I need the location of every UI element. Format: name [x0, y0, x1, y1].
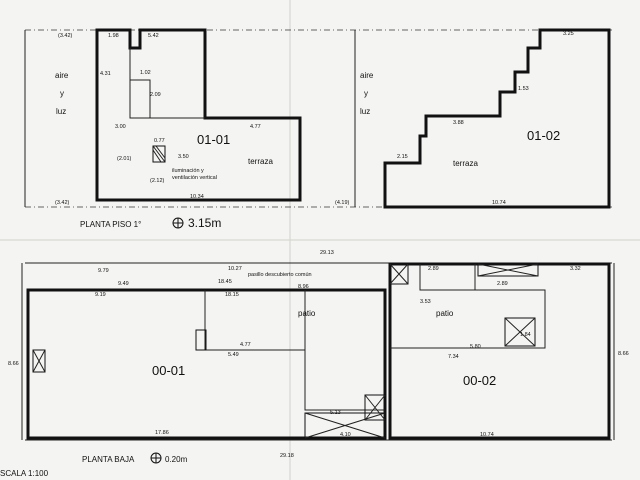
- unit-label-01-02: 01-02: [527, 128, 560, 143]
- dimension-label: 3.88: [453, 120, 464, 126]
- aire-label: y: [60, 89, 64, 98]
- upper-dimensions: (3.42) 1.98 5.42 4.31 1.02 2.09 3.00 4.7…: [55, 31, 574, 206]
- unit-label-00-01: 00-01: [152, 363, 185, 378]
- dimension-label: 17.86: [155, 430, 169, 436]
- dimension-label: (3.42): [55, 200, 70, 206]
- dimension-label: 5.42: [148, 33, 159, 39]
- dimension-label: 9.79: [98, 268, 109, 274]
- ventilation-note: iluminación y: [172, 168, 204, 174]
- unit-label-00-02: 00-02: [463, 373, 496, 388]
- stair-cross: [477, 263, 539, 277]
- dimension-label: 10.74: [480, 432, 494, 438]
- stair-box: [504, 317, 536, 347]
- upper-floor-plan: [24, 28, 612, 209]
- dimension-label: 8.96: [298, 284, 309, 290]
- dimension-label: 5.80: [470, 344, 481, 350]
- unit-label-01-01: 01-01: [197, 132, 230, 147]
- aire-label: y: [364, 89, 368, 98]
- patio-label: patio: [298, 309, 316, 318]
- stair-cross: [364, 394, 386, 421]
- dimension-label: 1.53: [518, 86, 529, 92]
- ventilation-note: ventilación vertical: [172, 175, 217, 181]
- stair-box: [477, 263, 539, 277]
- dimension-label: 18.15: [225, 292, 239, 298]
- interior-walls: [390, 264, 546, 349]
- lower-floor-plan: [21, 262, 615, 441]
- dimension-label: (3.42): [58, 33, 73, 39]
- dimension-label: 2.15: [397, 154, 408, 160]
- dimension-label: 10.27: [228, 266, 242, 272]
- level-marker-cross: [173, 218, 183, 228]
- level-marker-cross: [151, 453, 161, 463]
- dimension-label: 1.02: [140, 70, 151, 76]
- dimension-label: 7.34: [448, 354, 459, 360]
- dimension-label: 9.49: [118, 281, 129, 287]
- dimension-label: 2.09: [150, 92, 161, 98]
- dimension-label: 29.13: [320, 250, 334, 256]
- dimension-label: (2.12): [150, 178, 165, 184]
- lower-plan-title: PLANTA BAJA: [82, 455, 135, 464]
- lower-dimensions: 29.13 29.18 8.66 8.66 9.79 9.49 10.27 18…: [8, 250, 629, 459]
- scale-label: SCALA 1:100: [0, 469, 49, 478]
- dimension-label: 8.66: [8, 361, 19, 367]
- stair-cross: [389, 263, 409, 285]
- dimension-label: 0.77: [154, 138, 165, 144]
- dimension-label: (2.01): [117, 156, 132, 162]
- vent-shaft: [152, 145, 166, 163]
- vent-shaft-cross: [32, 349, 46, 373]
- dimension-label: 3.00: [115, 124, 126, 130]
- terraza-label: terraza: [248, 157, 273, 166]
- unit-01-01-walls: [95, 28, 302, 202]
- dimension-label: 10.34: [190, 194, 204, 200]
- terraza-label: terraza: [453, 159, 478, 168]
- aire-label: luz: [56, 107, 66, 116]
- dimension-label: 4.77: [250, 124, 261, 130]
- dimension-label: 2.89: [428, 266, 439, 272]
- unit-01-02-walls: [383, 28, 611, 209]
- dimension-label: 3.50: [178, 154, 189, 160]
- stair-cross: [304, 412, 386, 439]
- patio-label: patio: [436, 309, 454, 318]
- stair-box: [304, 412, 386, 439]
- pasillo-label: pasillo descubierto común: [248, 272, 312, 278]
- dimension-label: 3.53: [420, 299, 431, 305]
- dimension-label: 18.45: [218, 279, 232, 285]
- dimension-label: 2.89: [497, 281, 508, 287]
- dimension-label: 4.31: [100, 71, 111, 77]
- aire-label: luz: [360, 107, 370, 116]
- stair-box: [364, 394, 386, 421]
- dimension-label: 5.13: [330, 410, 341, 416]
- stair-box: [389, 263, 409, 285]
- vent-shaft-hatch: [152, 145, 166, 163]
- aire-label: aire: [55, 71, 69, 80]
- dimension-label: 4.77: [240, 342, 251, 348]
- dimension-label: 10.74: [492, 200, 506, 206]
- vent-shaft: [195, 329, 207, 351]
- dimension-label: 1.98: [108, 33, 119, 39]
- dimension-label: 4.10: [340, 432, 351, 438]
- dimension-label: (4.19): [335, 200, 350, 206]
- lower-labels: pasillo descubierto común patio patio 00…: [0, 272, 496, 478]
- upper-level-value: 3.15m: [188, 216, 221, 230]
- dimension-label: 5.49: [228, 352, 239, 358]
- dimension-label: 3.25: [563, 31, 574, 37]
- dimension-label: 8.66: [618, 351, 629, 357]
- dimension-label: 3.32: [570, 266, 581, 272]
- dimension-label: 1.84: [520, 332, 531, 338]
- aire-label: aire: [360, 71, 374, 80]
- stair-cross: [504, 317, 536, 347]
- upper-labels: aire y luz aire y luz 01-01 01-02 terraz…: [55, 71, 560, 230]
- dimension-label: 29.18: [280, 453, 294, 459]
- vent-shaft: [32, 349, 46, 373]
- upper-plan-title: PLANTA PISO 1°: [80, 220, 141, 229]
- interior-walls: [204, 290, 385, 411]
- dimension-label: 9.19: [95, 292, 106, 298]
- interior-walls: [129, 48, 205, 119]
- lower-level-value: 0.20m: [165, 455, 188, 464]
